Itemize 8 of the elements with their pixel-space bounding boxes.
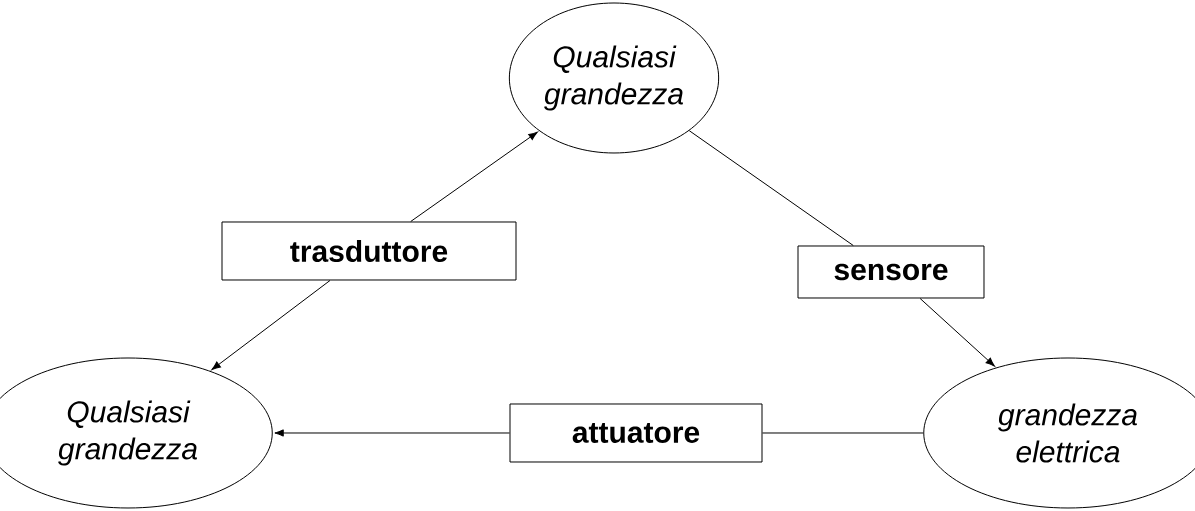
process-box: trasduttore bbox=[221, 221, 517, 281]
process-box: sensore bbox=[797, 245, 985, 299]
arrow bbox=[410, 131, 538, 222]
arrow bbox=[274, 429, 510, 437]
ellipse-node: Qualsiasi grandezza bbox=[508, 2, 720, 154]
process-box: attuatore bbox=[509, 403, 763, 463]
arrow bbox=[211, 280, 331, 371]
arrow bbox=[919, 298, 995, 367]
